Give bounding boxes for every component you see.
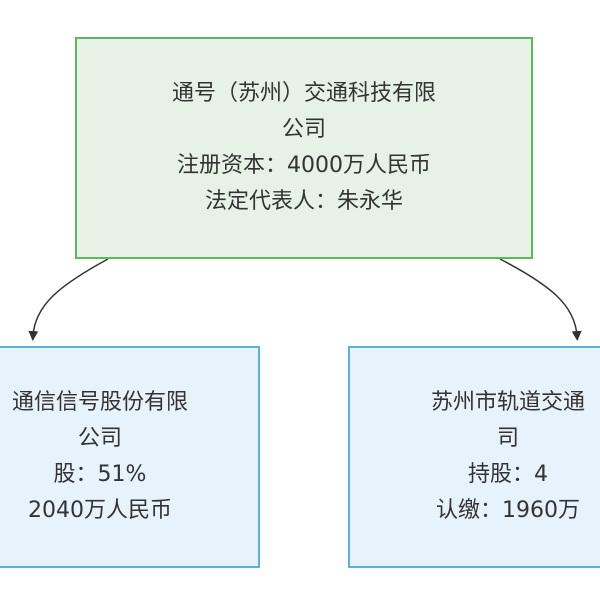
parent-company-name-line1: 通号（苏州）交通科技有限 xyxy=(171,81,436,106)
edge-root-to-right-child xyxy=(499,258,582,341)
subscribed-capital: 2040万人民币 xyxy=(28,498,172,523)
edge-root-to-left-child xyxy=(28,258,109,341)
parent-company-node[interactable]: 通号（苏州）交通科技有限 公司 注册资本：4000万人民币 法定代表人：朱永华 xyxy=(75,37,533,259)
shareholder-name-line2: 司 xyxy=(496,426,519,451)
shareholder-node-left[interactable]: 通信信号股份有限 公司 股：51% 2040万人民币 xyxy=(0,346,260,568)
shareholder-name-line2: 公司 xyxy=(77,426,122,451)
legal-representative: 法定代表人：朱永华 xyxy=(204,189,403,214)
shareholding-percentage: 股：51% xyxy=(53,462,147,487)
shareholding-percentage: 持股：4 xyxy=(468,462,548,487)
parent-company-name-line2: 公司 xyxy=(281,117,326,142)
shareholder-name-line1: 通信信号股份有限 xyxy=(11,390,188,415)
shareholder-node-right[interactable]: 苏州市轨道交通 司 持股：4 认缴：1960万 xyxy=(348,346,600,568)
shareholder-name-line1: 苏州市轨道交通 xyxy=(430,390,585,415)
subscribed-capital: 认缴：1960万 xyxy=(436,498,580,523)
registered-capital: 注册资本：4000万人民币 xyxy=(177,153,431,178)
